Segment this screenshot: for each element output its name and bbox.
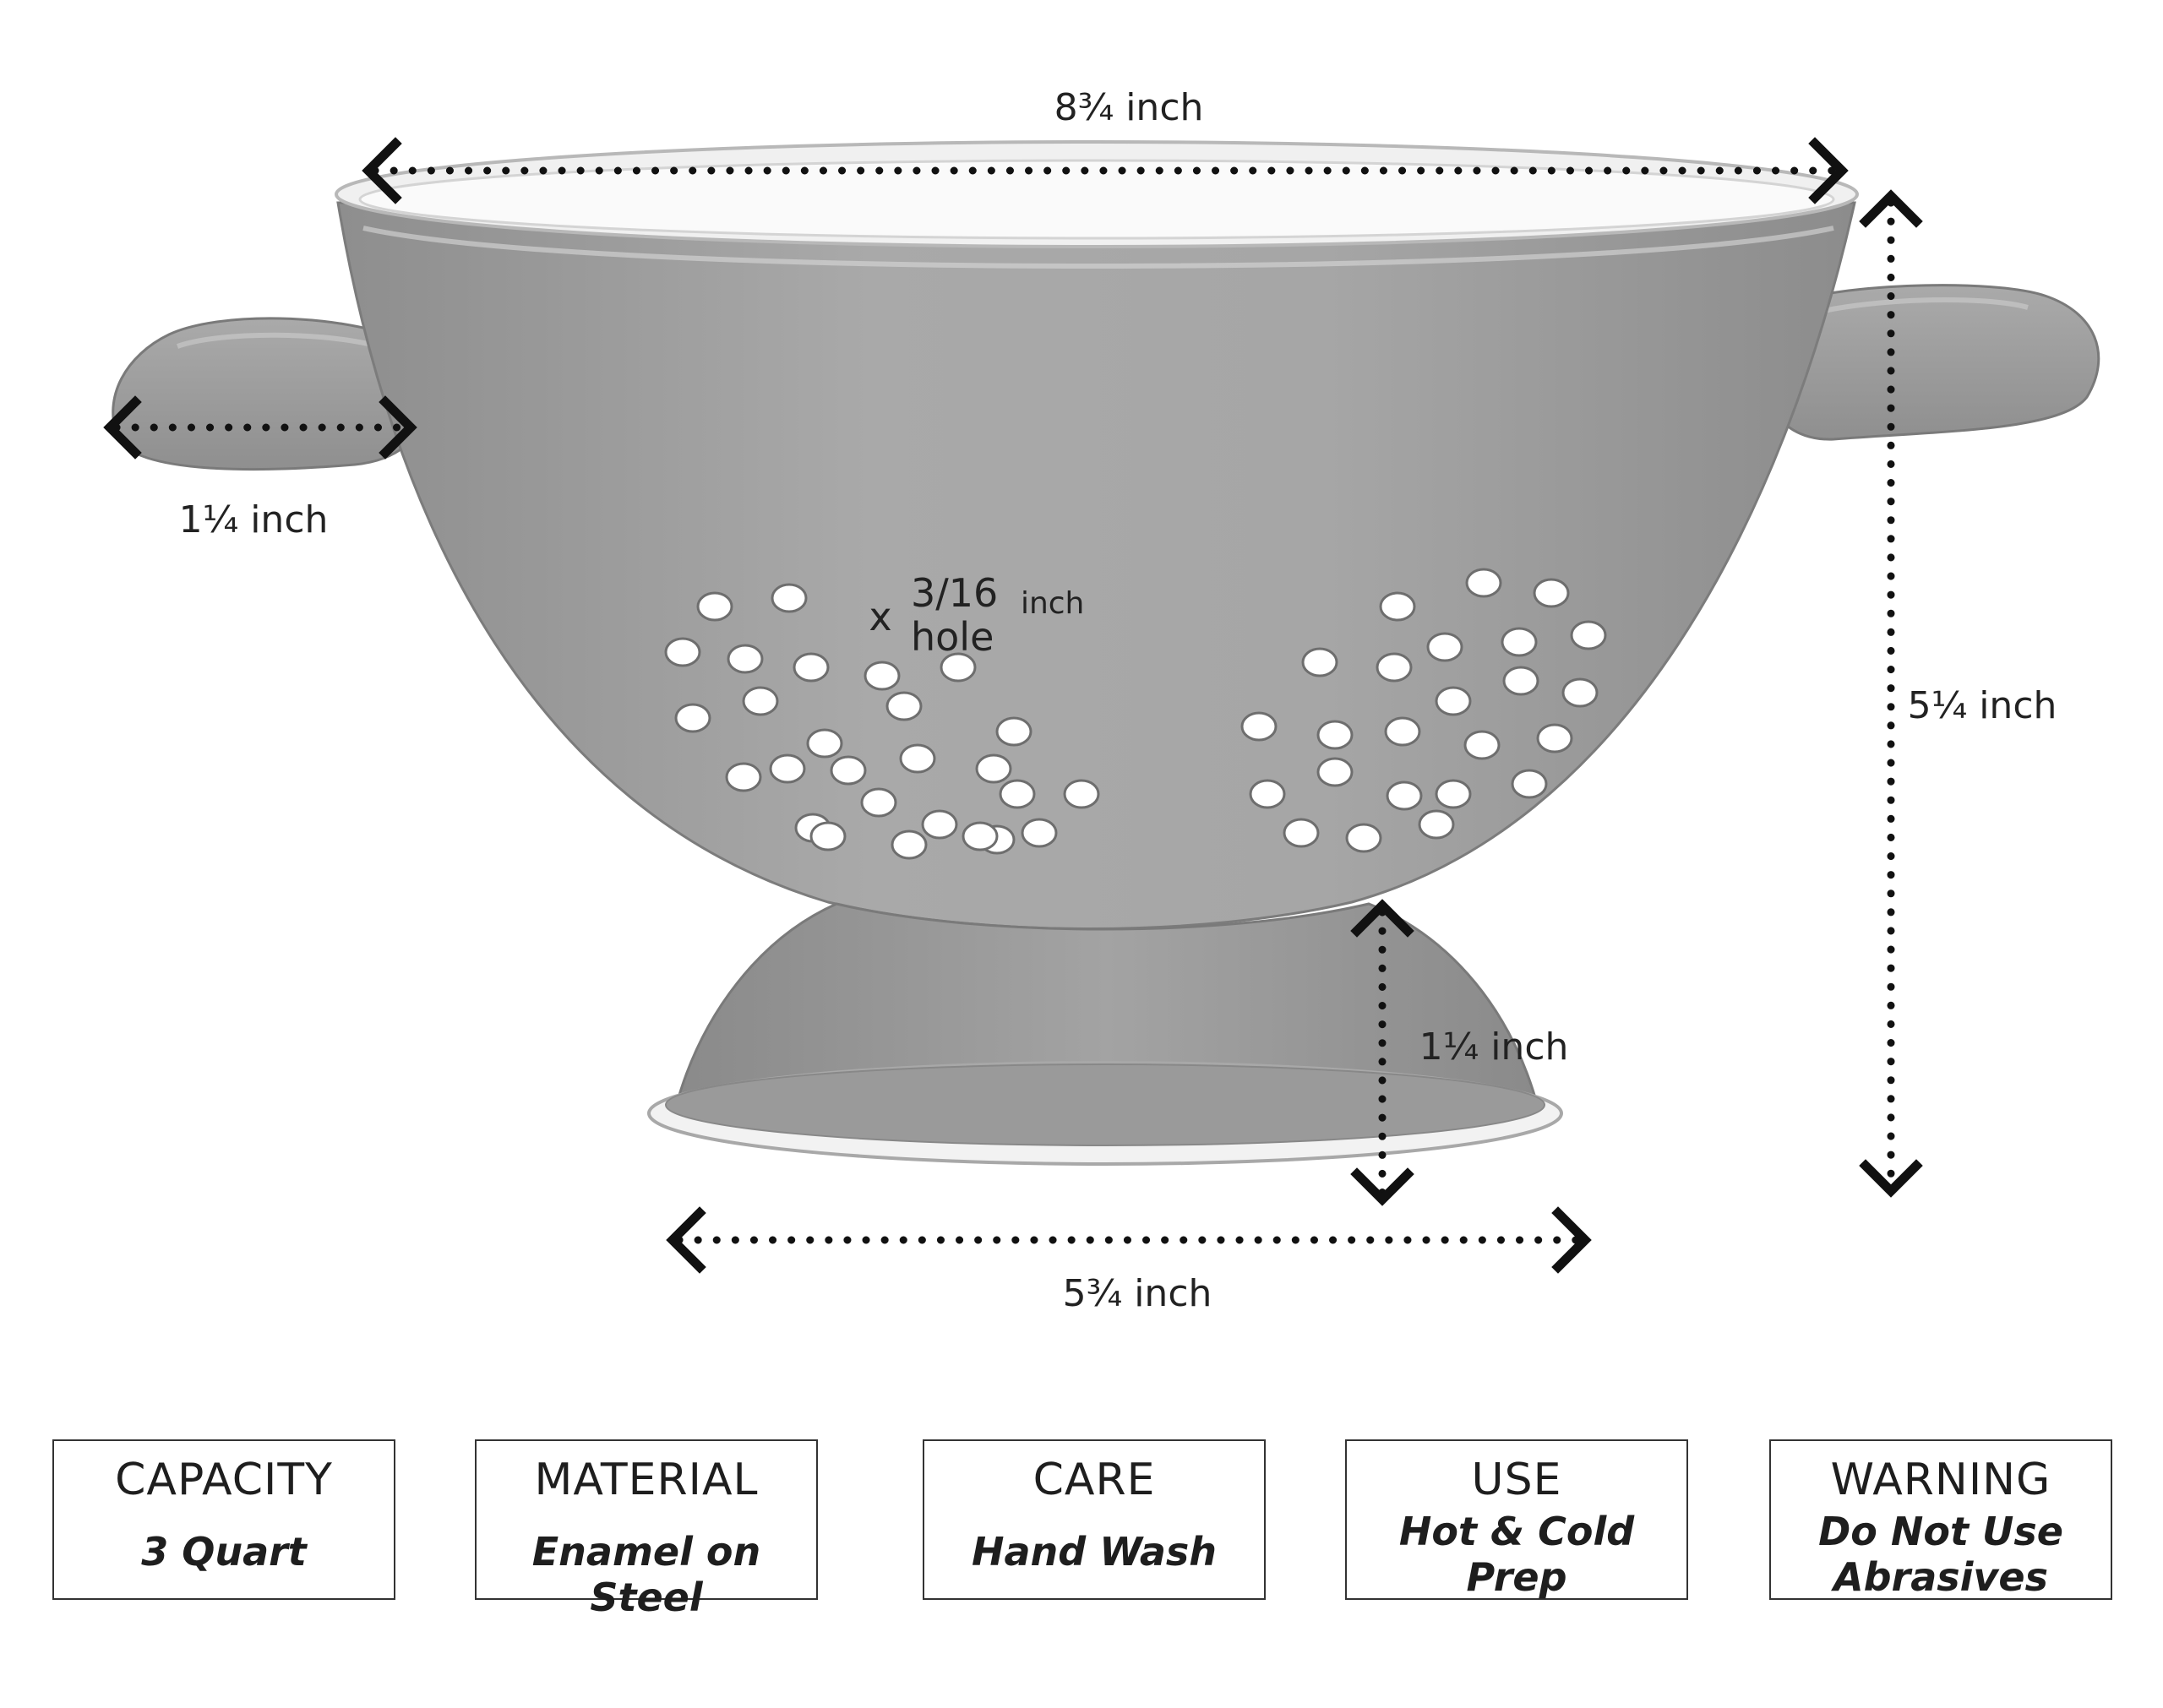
hole-size-fraction: 3/16 [911,570,998,616]
spec-value-line: Prep [1466,1554,1567,1600]
colander-hole [1418,809,1455,840]
colander-hole [1240,711,1278,742]
colander-hole [975,753,1012,784]
colander-hole [1021,818,1058,848]
base-height-label: 1¼ inch [1419,1025,1569,1069]
total-height-label: 5¼ inch [1908,684,2057,727]
colander-hole [1376,652,1413,683]
colander-hole [1533,578,1570,608]
colander-hole [1345,823,1382,853]
base-height-bottom-arrowhead [1350,1167,1414,1206]
colander-hole [860,787,897,818]
base-height-top-arrowhead [1350,899,1414,938]
colander-hole [806,728,843,759]
colander-hole [1316,757,1354,787]
colander-rim-inner [358,159,1835,240]
spec-title: MATERIAL [534,1455,759,1505]
hole-word-label: hole [911,614,994,660]
colander-hole [793,652,830,683]
hole-size-label: 3/16 inch [911,570,1084,621]
colander-hole [885,691,923,721]
handle-width-right-arrowhead [379,395,417,460]
handle-width-label: 1¼ inch [179,498,329,541]
colander-hole [1249,779,1286,809]
spec-title: CAPACITY [115,1455,333,1505]
hole-marker: x [869,594,891,639]
spec-value-line: Enamel on Steel [531,1529,761,1620]
colander-hole [1536,723,1573,753]
spec-box-material: MATERIAL Enamel on Steel [475,1439,818,1620]
colander-hole [940,652,977,683]
colander-hole [921,809,958,840]
colander-hole [1570,620,1607,650]
spec-value-line: Abrasives [1833,1554,2048,1600]
colander-holes [664,568,1607,860]
colander-bowl [336,201,1856,930]
colander-hole [1379,591,1416,622]
colander-hole [999,779,1036,809]
right-handle [1764,284,2100,441]
colander-hole [1465,568,1502,598]
colander-hole [809,821,847,851]
spec-value: Hand Wash [929,1529,1259,1575]
rim-width-left-arrowhead [362,137,402,204]
total-height-top-arrowhead [1859,189,1923,228]
handle-width-left-arrowhead [103,395,142,460]
colander-hole [771,583,808,613]
colander-hole [1463,730,1501,760]
colander-hole [1316,720,1354,750]
spec-title: WARNING [1830,1455,2051,1505]
colander-hole [864,661,901,691]
total-height-bottom-arrowhead [1859,1159,1923,1198]
colander-hole [1384,716,1421,747]
spec-value-line: 3 Quart [141,1529,307,1575]
spec-value-line: Do Not Use [1818,1509,2063,1554]
colander-hole [1426,632,1463,662]
colander-hole [727,644,764,674]
hole-size-unit: inch [1021,586,1084,621]
colander-hole [1435,686,1472,716]
spec-value: Enamel on Steel [482,1529,811,1620]
colander-hole [1501,627,1538,657]
colander-hole [725,762,762,792]
base-width-right-arrowhead [1551,1206,1592,1274]
colander-hole [891,830,928,860]
colander-hole [1502,666,1539,696]
spec-value-line: Hand Wash [971,1529,1217,1575]
colander-hole [1283,818,1320,848]
colander-hole [664,637,701,667]
colander-hole [1063,779,1100,809]
colander-hole [742,686,779,716]
spec-box-capacity: CAPACITY 3 Quart [52,1439,395,1600]
rim-width-right-arrowhead [1808,137,1849,204]
colander-hole [899,743,936,774]
colander-hole [696,591,733,622]
spec-title: CARE [1032,1455,1156,1505]
colander-hole [1511,769,1548,799]
colander-hole [830,755,867,786]
colander-hole [995,716,1032,747]
colander-hole [674,703,711,733]
colander-hole [1561,677,1599,708]
spec-box-care: CARE Hand Wash [923,1439,1266,1600]
colander-hole [1301,647,1338,677]
colander-hole [962,821,999,851]
dimension-arrows [103,137,1923,1274]
colander-hole [1386,781,1423,811]
base-width-left-arrowhead [666,1206,706,1274]
colander-hole [1435,779,1472,809]
colander-hole [769,753,806,784]
spec-value: 3 Quart [59,1529,389,1575]
colander-base [647,902,1563,1166]
base-width-label: 5¾ inch [1063,1272,1212,1315]
spec-title: USE [1471,1455,1562,1505]
rim-width-label: 8¾ inch [1054,86,1204,129]
spec-value-line: Hot & Cold [1398,1509,1635,1554]
